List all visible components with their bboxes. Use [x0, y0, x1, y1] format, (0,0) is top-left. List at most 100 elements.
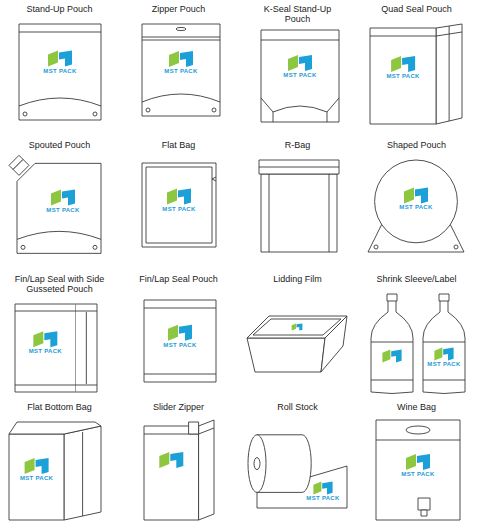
pouch-outline	[327, 98, 339, 122]
pouch-outline	[423, 342, 465, 343]
pouch-outline	[212, 177, 216, 181]
pouch-outline	[86, 312, 87, 384]
logo-text: MST PACK	[162, 206, 195, 212]
pouch-outline	[376, 440, 460, 441]
pouch-outline	[199, 420, 214, 520]
pouch-title: Zipper Pouch	[121, 4, 236, 14]
pouch-item: Slider Zipper	[120, 400, 237, 524]
logo-green	[168, 325, 178, 341]
pouch-title: Fin/Lap Seal Pouch	[121, 274, 236, 284]
pouch-outline	[142, 37, 220, 38]
logo-text: MST PACK	[43, 68, 76, 74]
brand-logo	[169, 51, 193, 67]
brand-logo	[288, 55, 312, 71]
brand-logo	[167, 189, 191, 205]
pouch-outline	[454, 245, 458, 249]
pouch-outline	[374, 245, 378, 249]
pouch-outline	[261, 40, 339, 41]
logo-blue	[179, 325, 192, 341]
pouch-illustration	[239, 400, 356, 524]
pouch-outline	[93, 112, 97, 116]
pouch-item: Lidding Film	[239, 272, 356, 398]
brand-logo	[434, 348, 453, 361]
logo-green	[169, 51, 179, 67]
pouch-outline	[423, 380, 465, 381]
pouch-outline	[19, 32, 101, 33]
pouch-title: Lidding Film	[240, 274, 355, 284]
pouch-item: Fin/Lap Seal PouchMST PACK	[120, 272, 237, 398]
logo-blue	[417, 454, 430, 470]
pouch-outline	[9, 155, 23, 169]
pouch-item: Flat BagMST PACK	[120, 138, 237, 270]
pouch-title: K-Seal Stand-Up Pouch	[262, 4, 334, 25]
logo-green	[33, 331, 43, 347]
logo-blue	[415, 187, 428, 203]
pouch-outline	[9, 422, 101, 434]
brand-logo	[168, 325, 192, 341]
logo-blue	[391, 350, 401, 363]
pouch-outline	[421, 510, 427, 516]
logo-green	[406, 454, 416, 470]
logo-blue	[402, 56, 415, 72]
pouch-item: Flat Bottom BagMST PACK	[1, 400, 118, 524]
pouch-outline	[254, 458, 260, 470]
logo-green	[159, 452, 169, 468]
pouch-outline	[329, 174, 330, 252]
pouch-item: Fin/Lap Seal with Side Gusseted PouchMST…	[1, 272, 118, 398]
brand-logo	[382, 350, 401, 363]
pouch-item: Shaped PouchMST PACK	[358, 138, 475, 270]
logo-blue	[180, 51, 193, 67]
pouch-illustration	[358, 400, 475, 524]
pouch-outline	[144, 374, 216, 375]
pouch-outline	[176, 27, 186, 30]
pouch-outline	[261, 98, 273, 122]
logo-text: MST PACK	[46, 207, 79, 213]
logo-text: MST PACK	[163, 342, 196, 348]
pouch-title: Spouted Pouch	[2, 140, 117, 150]
pouch-title: Fin/Lap Seal with Side Gusseted Pouch	[2, 274, 117, 295]
brand-logo	[48, 51, 72, 67]
pouch-outline	[15, 304, 76, 392]
brand-logo	[313, 482, 332, 495]
logo-green	[48, 51, 58, 67]
pouch-outline	[146, 167, 212, 243]
pouch-outline	[142, 163, 216, 247]
pouch-illustration	[1, 138, 118, 270]
pouch-outline	[371, 342, 413, 343]
pouch-outline	[259, 167, 339, 168]
pouch-outline	[418, 498, 430, 510]
pouch-item: Quad Seal PouchMST PACK	[358, 2, 475, 136]
pouch-outline	[439, 294, 449, 301]
pouch-outline	[146, 108, 150, 112]
logo-text: MST PACK	[20, 475, 53, 481]
pouch-illustration	[358, 272, 475, 398]
pouch-illustration	[120, 138, 237, 270]
pouch-outline	[17, 163, 101, 253]
pouch-item: R-Bag	[239, 138, 356, 270]
pouch-illustration	[120, 272, 237, 398]
logo-blue	[59, 51, 72, 67]
logo-blue	[170, 452, 183, 468]
logo-blue	[36, 458, 49, 474]
pouch-illustration	[239, 138, 356, 270]
pouch-outline	[436, 24, 462, 124]
pouch-outline	[23, 112, 27, 116]
pouch-item: Roll StockMST PACK	[239, 400, 356, 524]
brand-logo	[404, 187, 428, 203]
pouch-outline	[21, 245, 25, 249]
pouch-outline	[144, 300, 216, 382]
pouch-illustration	[120, 400, 237, 524]
pouch-outline	[423, 300, 465, 394]
logo-blue	[44, 331, 57, 347]
pouch-title: Stand-Up Pouch	[2, 4, 117, 14]
pouch-outline	[142, 94, 220, 102]
pouch-outline	[9, 434, 64, 520]
pouch-outline	[247, 316, 347, 338]
pouch-outline	[64, 426, 101, 520]
logo-text: MST PACK	[401, 471, 434, 477]
pouch-item: Stand-Up PouchMST PACK	[1, 2, 118, 136]
logo-blue	[443, 348, 453, 361]
pouch-title: Roll Stock	[240, 402, 355, 412]
pouch-title: Quad Seal Pouch	[359, 4, 474, 14]
